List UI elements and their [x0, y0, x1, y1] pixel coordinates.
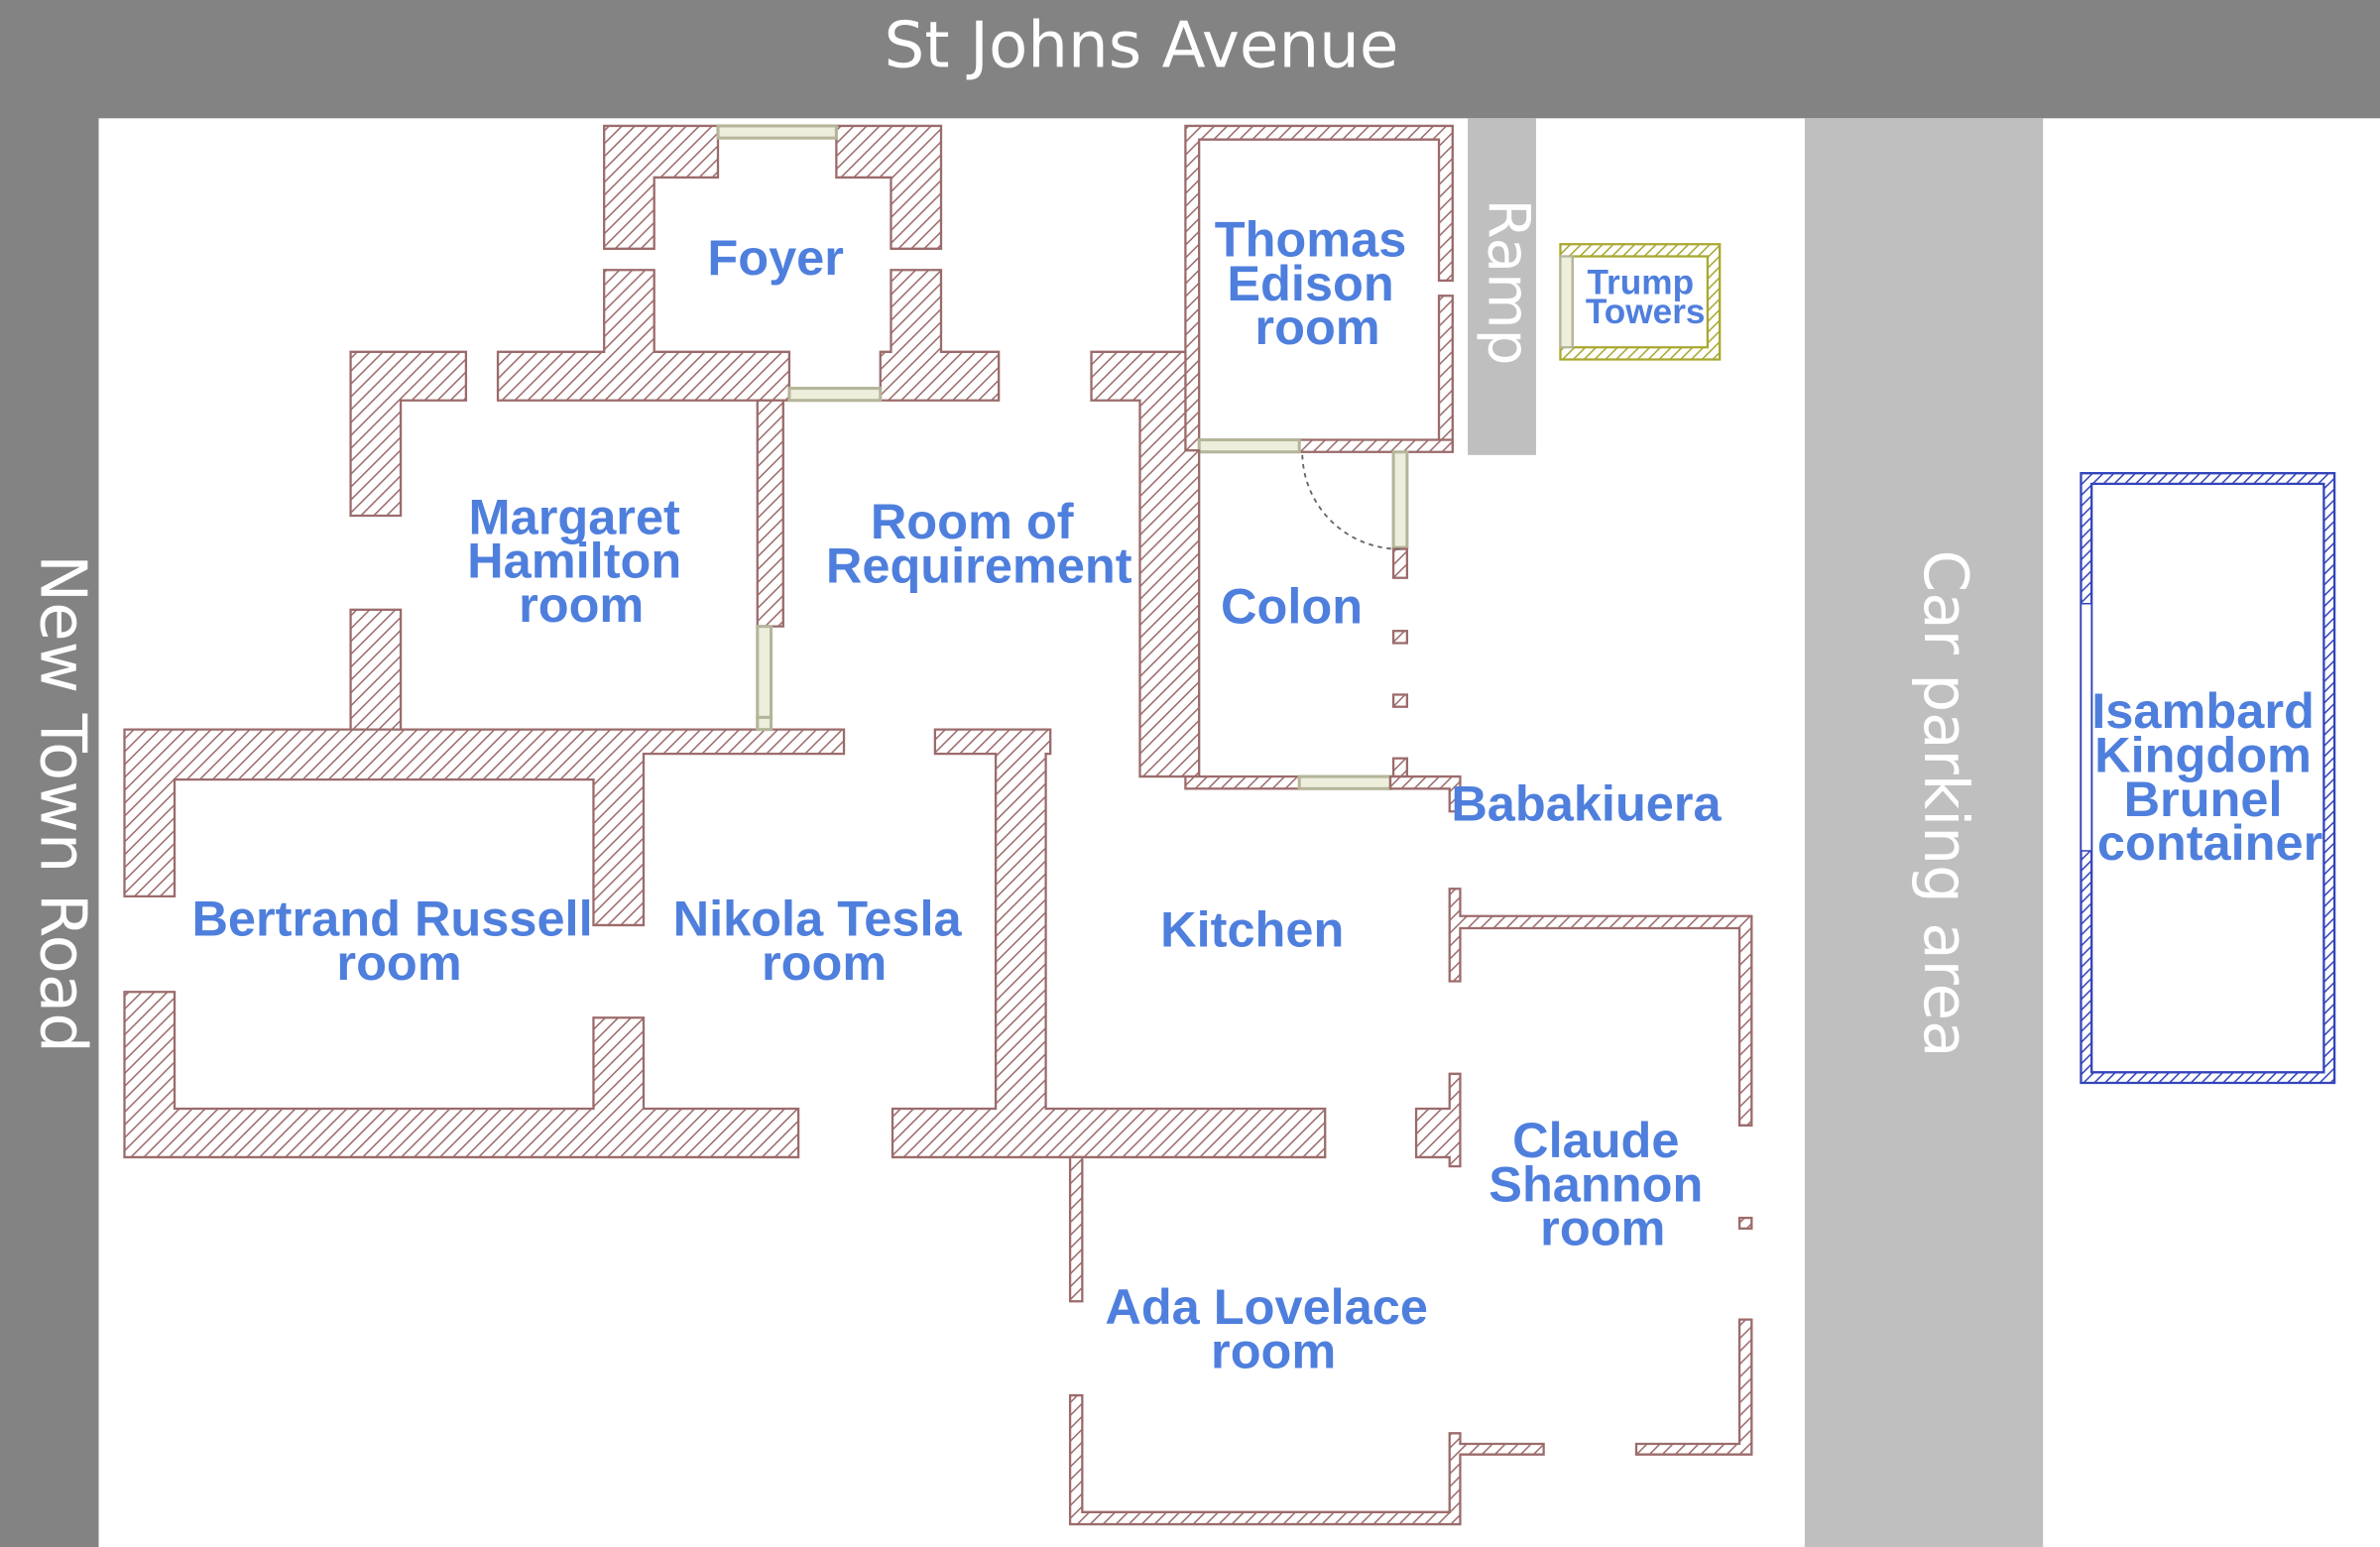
- room-label-margaret-hamilton: Margaret Hamilton room: [467, 488, 695, 633]
- ramp-label: Ramp: [1476, 198, 1543, 365]
- new-town-road: [0, 0, 99, 1547]
- room-label-thomas-edison: Thomas Edison room: [1215, 210, 1421, 355]
- foyer-walls: [496, 124, 1001, 403]
- car-parking-area: [1804, 118, 2044, 1547]
- bottom-walls: [123, 991, 800, 1159]
- room-label-room-of-requirement: Room of Requirement: [826, 493, 1132, 593]
- middle-walls: [123, 715, 1327, 1159]
- room-label-kitchen: Kitchen: [1160, 900, 1344, 957]
- trump-towers-structure: [1559, 243, 1722, 361]
- edison-colon-walls: [1090, 124, 1462, 813]
- ada-lovelace-walls: [1068, 1155, 1545, 1526]
- room-label-ada-lovelace: Ada Lovelace room: [1105, 1278, 1442, 1378]
- margaret-hamilton-walls: [349, 350, 784, 733]
- room-label-claude-shannon: Claude Shannon room: [1488, 1112, 1717, 1256]
- car-park-label: Car parking area: [1910, 550, 1980, 1058]
- room-label-nikola-tesla: Nikola Tesla room: [673, 891, 976, 991]
- shannon-walls: [1414, 888, 1753, 1456]
- street-label-top: St Johns Avenue: [885, 8, 1399, 82]
- st-johns-avenue-road: [0, 0, 2380, 119]
- street-label-left: New Town Road: [25, 554, 99, 1053]
- room-label-colon: Colon: [1221, 578, 1363, 635]
- label-brunel-container: Isambard Kingdom Brunel container: [2091, 682, 2328, 871]
- room-label-foyer: Foyer: [707, 229, 844, 286]
- ramp: [1468, 118, 1536, 455]
- label-trump-towers: Trump Towers: [1586, 264, 1706, 331]
- room-label-babakiuera: Babakiuera: [1451, 774, 1722, 831]
- brunel-container-structure: [2080, 472, 2336, 1085]
- room-label-bertrand-russell: Bertrand Russell room: [191, 891, 606, 991]
